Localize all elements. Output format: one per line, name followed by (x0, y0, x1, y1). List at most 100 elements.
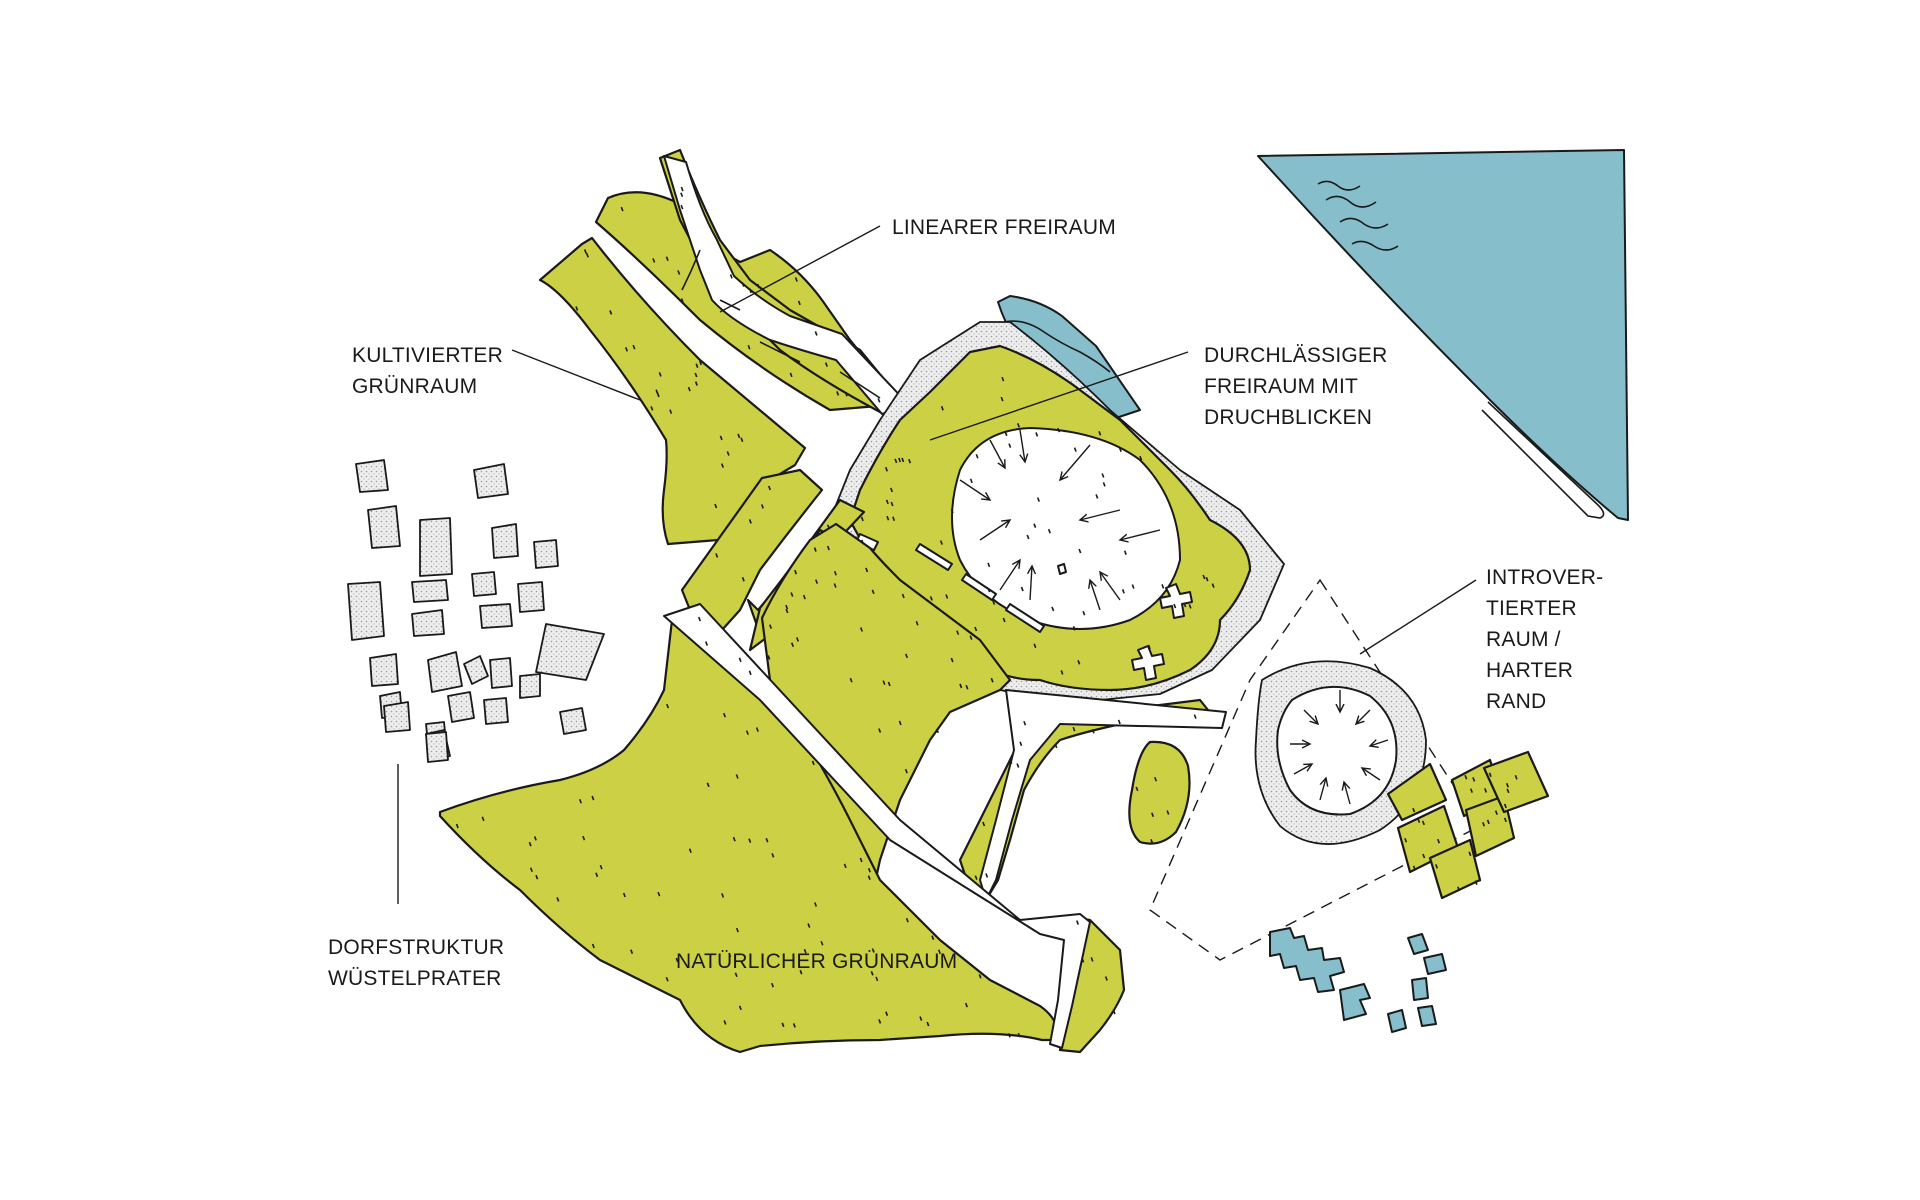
grass-stroke (665, 256, 669, 261)
grass-stroke (687, 386, 691, 392)
grass-stroke (1161, 584, 1165, 589)
grass-stroke (875, 976, 879, 982)
grass-stroke (785, 608, 789, 614)
grass-stroke (756, 283, 760, 289)
grass-stroke (813, 547, 817, 552)
grass-stroke (1412, 865, 1416, 871)
grass-stroke (861, 539, 865, 545)
grass-stroke (939, 540, 943, 545)
grass-stroke (890, 501, 894, 507)
grass-stroke (734, 972, 738, 978)
grass-stroke (1081, 958, 1085, 963)
grass-stroke (680, 298, 684, 303)
grass-stroke (732, 836, 736, 842)
grass-stroke (859, 857, 863, 863)
grass-stroke (859, 627, 863, 632)
grass-stroke (1404, 838, 1408, 843)
grass-stroke (578, 798, 582, 804)
grass-stroke (767, 655, 771, 660)
grass-stroke (741, 282, 745, 287)
grass-stroke (680, 186, 684, 192)
grass-stroke (1078, 548, 1082, 554)
grass-stroke (575, 306, 579, 311)
grass-stroke (807, 923, 811, 928)
grass-stroke (745, 730, 749, 735)
grass-stroke (1514, 775, 1518, 780)
grass-stroke (771, 853, 775, 858)
grass-stroke (737, 433, 741, 439)
grass-stroke (1484, 788, 1488, 793)
grass-stroke (803, 948, 807, 954)
grass-stroke (1437, 838, 1441, 844)
grass-stroke (844, 391, 848, 397)
grass-stroke (688, 848, 692, 853)
grass-stroke (826, 524, 830, 530)
grass-stroke (729, 274, 733, 279)
grass-stroke (915, 620, 919, 626)
grass-stroke (811, 760, 815, 766)
grass-stroke (735, 927, 739, 933)
grass-stroke (595, 872, 599, 878)
grass-stroke (1009, 759, 1013, 764)
grass-stroke (582, 835, 586, 841)
grass-stroke (771, 982, 775, 988)
grass-stroke (937, 949, 941, 955)
grass-stroke (871, 589, 875, 595)
grass-stroke (599, 864, 603, 870)
grass-stroke (738, 657, 742, 663)
grass-stroke (1468, 851, 1472, 857)
grass-stroke (715, 553, 719, 558)
grass-stroke (1091, 728, 1095, 734)
grass-stroke (797, 300, 801, 306)
grass-stroke (1023, 720, 1027, 726)
grass-stroke (1112, 1009, 1116, 1015)
grass-stroke (528, 841, 532, 847)
grass-stroke (1211, 583, 1215, 588)
grass-texture (455, 186, 1518, 1038)
grass-stroke (905, 917, 909, 923)
grass-stroke (1412, 807, 1416, 813)
grass-stroke (1131, 584, 1135, 589)
grass-stroke (820, 940, 824, 946)
grass-stroke (982, 821, 986, 827)
label-linearer-freiraum: LINEARER FREIRAUM (892, 216, 1116, 239)
grass-stroke (1002, 617, 1006, 623)
grass-stroke (1007, 1033, 1011, 1038)
grass-stroke (1095, 494, 1099, 499)
grass-stroke (657, 891, 661, 897)
grass-stroke (964, 1002, 968, 1008)
grass-stroke (1054, 743, 1058, 749)
grass-stroke (1019, 741, 1023, 747)
grass-stroke (533, 836, 537, 841)
grass-stroke (719, 435, 723, 441)
grass-stroke (1506, 788, 1510, 794)
grass-stroke (1072, 726, 1076, 732)
grass-stroke (680, 192, 684, 198)
grass-stroke (1457, 886, 1461, 892)
grass-stroke (622, 892, 626, 898)
grass-stroke (1147, 644, 1151, 650)
grass-stroke (890, 487, 894, 493)
grass-stroke (987, 587, 991, 593)
grass-stroke (975, 453, 979, 459)
road-middle (979, 689, 1227, 901)
grass-stroke (585, 253, 589, 258)
grass-stroke (1421, 820, 1425, 826)
grass-stroke (969, 635, 973, 640)
grass-stroke (740, 437, 744, 443)
grass-stroke (735, 774, 739, 779)
grass-stroke (969, 478, 973, 484)
grass-stroke (721, 893, 725, 898)
grass-stroke (1154, 776, 1158, 782)
green-square-fields (1386, 750, 1550, 900)
grass-stroke (867, 867, 871, 873)
grass-stroke (1123, 550, 1127, 555)
grass-stroke (785, 604, 789, 610)
grass-stroke (898, 457, 902, 463)
grass-stroke (481, 816, 485, 822)
grass-stroke (632, 344, 636, 350)
grass-stroke (884, 467, 888, 472)
grass-stroke (694, 381, 698, 386)
grass-stroke (1121, 589, 1125, 594)
grass-stroke (931, 935, 935, 940)
